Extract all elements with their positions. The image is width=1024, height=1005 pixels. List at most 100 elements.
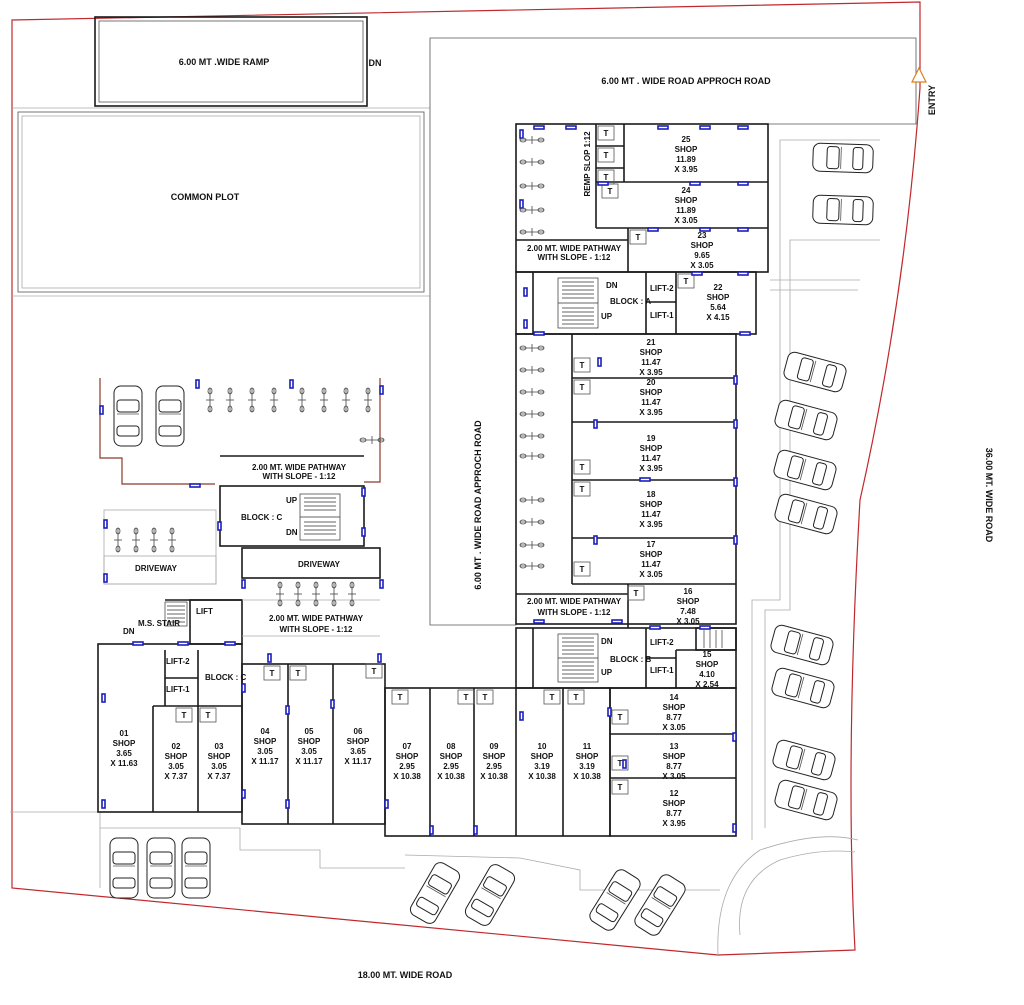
bike-icon	[330, 581, 338, 607]
car-icon	[589, 869, 641, 931]
toilet-label: T	[684, 277, 689, 286]
car-icon	[113, 385, 143, 447]
bike-icon	[150, 527, 158, 553]
column	[361, 487, 366, 497]
car-icon	[812, 194, 874, 226]
bike-parking	[114, 136, 545, 607]
column	[593, 535, 598, 545]
column	[622, 759, 627, 769]
column	[103, 519, 108, 529]
block-c-lift2: LIFT-2	[166, 657, 190, 666]
bike-icon	[294, 581, 302, 607]
block-c-lift1: LIFT-1	[166, 685, 190, 694]
shop-13-line-1: SHOP	[663, 752, 686, 761]
shop-22-line-0: 22	[714, 283, 723, 292]
ramp-label: 6.00 MT .WIDE RAMP	[179, 57, 270, 67]
car-icon	[774, 493, 838, 535]
bike-icon	[519, 496, 545, 504]
shop-08-line-2: 2.95	[443, 762, 459, 771]
shop-25-line-2: 11.89	[676, 155, 696, 164]
shop-01-line-1: SHOP	[113, 739, 136, 748]
toilet-box	[573, 481, 591, 497]
pathway-c-top-1: 2.00 MT. WIDE PATHWAY	[252, 463, 347, 472]
shop-20-line-3: X 3.95	[639, 408, 663, 417]
toilet-box	[199, 707, 217, 723]
pathway-a-top-1: 2.00 MT. WIDE PATHWAY	[527, 244, 622, 253]
shop-06-line-0: 06	[354, 727, 363, 736]
column	[597, 357, 602, 367]
column	[377, 653, 382, 663]
column	[519, 199, 524, 209]
column	[224, 641, 236, 646]
column	[267, 653, 272, 663]
shop-11-line-1: SHOP	[576, 752, 599, 761]
block-b-lift1: LIFT-1	[650, 666, 674, 675]
column	[611, 619, 623, 624]
ms-stair-label: M.S. STAIR	[138, 619, 180, 628]
bike-icon	[348, 581, 356, 607]
shop-07-line-2: 2.95	[399, 762, 415, 771]
car-icon	[771, 667, 835, 709]
column	[384, 799, 389, 809]
column	[657, 125, 669, 130]
shop-08-line-0: 08	[447, 742, 456, 751]
shop-02-line-1: SHOP	[165, 752, 188, 761]
ms-stair-dn: DN	[123, 627, 135, 636]
shop-10-line-0: 10	[538, 742, 547, 751]
shop-21-line-1: SHOP	[640, 348, 663, 357]
toilet-box	[573, 459, 591, 475]
shop-13-line-0: 13	[670, 742, 679, 751]
common-plot-area	[17, 111, 425, 293]
column	[597, 181, 609, 186]
bike-icon	[359, 436, 385, 444]
car-icon	[770, 624, 834, 666]
column	[103, 573, 108, 583]
column	[689, 181, 701, 186]
shop-04-line-3: X 11.17	[251, 757, 279, 766]
column	[285, 799, 290, 809]
car-icon	[181, 837, 211, 899]
shop-24-line-1: SHOP	[675, 196, 698, 205]
column	[533, 331, 545, 336]
car-icon	[109, 837, 139, 899]
shop-05-line-2: 3.05	[301, 747, 317, 756]
toilet-label: T	[372, 667, 377, 676]
approach-road-vertical-label: 6.00 MT . WIDE ROAD APPROCH ROAD	[473, 420, 483, 590]
shop-14-line-3: X 3.05	[662, 723, 686, 732]
block-b-lift2: LIFT-2	[650, 638, 674, 647]
entry-marker-icon	[911, 66, 927, 83]
shop-23-line-1: SHOP	[691, 241, 714, 250]
pathway-c-top-2: WITH SLOPE - 1:12	[263, 472, 336, 481]
ramp-slope-label: REMP SLOP 1:12	[583, 131, 592, 197]
block-a-label: BLOCK : A	[610, 297, 651, 306]
shop-13-line-2: 8.77	[666, 762, 682, 771]
toilet-label: T	[483, 693, 488, 702]
column	[379, 385, 384, 395]
shop-10-line-3: X 10.38	[528, 772, 556, 781]
shop-24-line-0: 24	[682, 186, 691, 195]
block-c-lift: LIFT	[196, 607, 213, 616]
shop-02-line-0: 02	[172, 742, 181, 751]
toilet-box	[543, 689, 561, 705]
block-a-stair	[557, 277, 599, 329]
bike-icon	[276, 581, 284, 607]
toilet-box	[627, 585, 645, 601]
column	[523, 319, 528, 329]
toilet-label: T	[580, 565, 585, 574]
column	[132, 641, 144, 646]
road-south-label: 18.00 MT. WIDE ROAD	[358, 970, 453, 980]
toilet-box	[573, 561, 591, 577]
bike-icon	[519, 562, 545, 570]
shop-19-line-2: 11.47	[641, 454, 661, 463]
ramp-area	[94, 16, 368, 107]
bike-icon	[206, 387, 214, 413]
block-c-stair	[164, 493, 341, 627]
toilet-label: T	[618, 713, 623, 722]
toilet-label: T	[580, 485, 585, 494]
column	[519, 129, 524, 139]
block-a-up: UP	[601, 312, 613, 321]
toilet-box	[391, 689, 409, 705]
shop-08-line-1: SHOP	[440, 752, 463, 761]
